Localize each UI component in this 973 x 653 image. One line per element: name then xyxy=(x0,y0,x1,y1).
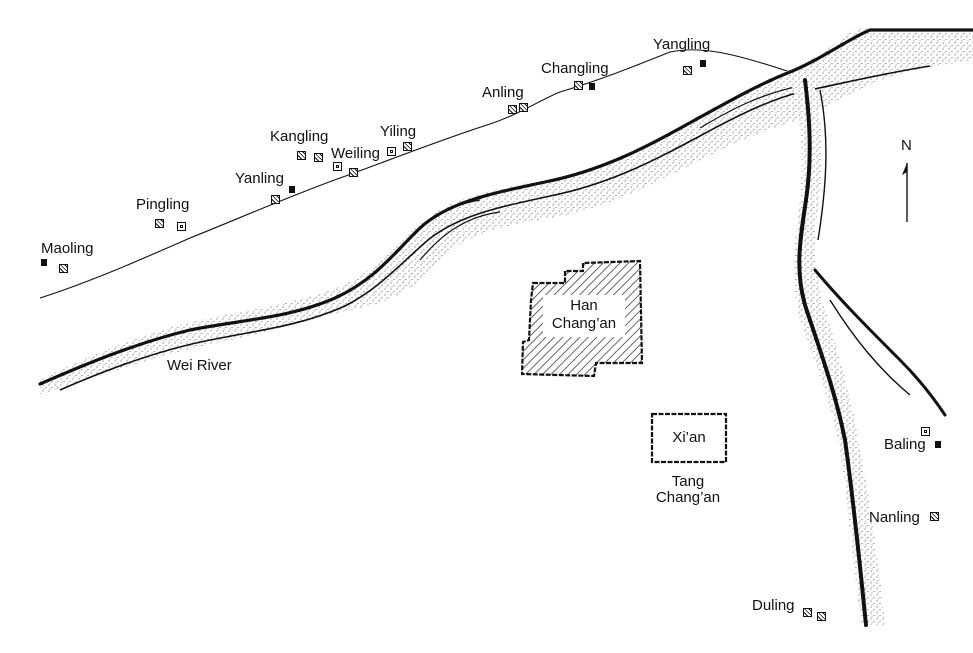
label-tang-changan-line2: Chang’an xyxy=(655,489,721,506)
label-pingling: Pingling xyxy=(136,196,190,213)
east-river-floodplain xyxy=(790,75,885,625)
tomb-marker-icon xyxy=(700,60,706,67)
label-han-changan-line2: Chang’an xyxy=(551,315,617,332)
north-arrow-head xyxy=(902,163,907,175)
han-changan-label-bg xyxy=(543,295,625,337)
label-anling: Anling xyxy=(482,84,524,101)
tomb-marker-icon xyxy=(930,512,939,521)
label-nanling: Nanling xyxy=(869,509,920,526)
label-xian: Xi’an xyxy=(672,429,706,446)
tomb-marker-icon xyxy=(59,264,68,273)
east-river-channel xyxy=(797,78,868,627)
label-han-changan-line1: Han xyxy=(570,297,598,314)
wei-river-floodplain xyxy=(40,28,973,395)
label-north: N xyxy=(901,137,912,154)
tomb-marker-icon xyxy=(177,222,186,231)
tomb-marker-icon xyxy=(289,186,295,193)
east-river-channel-minor xyxy=(817,89,911,396)
label-tang-changan-line1: Tang xyxy=(671,473,705,490)
tomb-marker-icon xyxy=(155,219,164,228)
label-maoling: Maoling xyxy=(41,240,94,257)
wei-river-channel-braid xyxy=(399,85,801,261)
label-yiling: Yiling xyxy=(380,123,417,140)
tomb-marker-icon xyxy=(41,259,47,266)
tomb-marker-icon xyxy=(271,195,280,204)
tomb-marker-icon xyxy=(519,103,528,112)
label-han-changan: Han Chang’an xyxy=(543,298,625,331)
tomb-marker-icon xyxy=(403,142,412,151)
east-river-channel-branch xyxy=(813,268,947,417)
label-wei-river: Wei River xyxy=(167,357,232,374)
label-tang-changan: Tang Chang’an xyxy=(640,474,736,505)
wei-river-channel-main xyxy=(38,28,973,386)
tomb-marker-icon xyxy=(314,153,323,162)
tomb-marker-icon xyxy=(817,612,826,621)
label-yangling: Yangling xyxy=(653,36,711,53)
tomb-marker-icon xyxy=(508,105,517,114)
tomb-marker-icon xyxy=(683,66,692,75)
tomb-marker-icon xyxy=(589,83,595,90)
label-weiling: Weiling xyxy=(331,145,380,162)
tomb-marker-icon xyxy=(333,162,342,171)
tomb-marker-icon xyxy=(803,608,812,617)
tomb-marker-icon xyxy=(387,147,396,156)
label-changling: Changling xyxy=(541,60,609,77)
tomb-marker-icon xyxy=(935,441,941,448)
wei-river-channel-secondary xyxy=(59,65,931,391)
label-kangling: Kangling xyxy=(270,128,329,145)
tomb-marker-icon xyxy=(921,427,930,436)
tomb-marker-icon xyxy=(349,168,358,177)
xian-walls xyxy=(650,412,728,464)
tomb-marker-icon xyxy=(297,151,306,160)
label-baling: Baling xyxy=(884,436,926,453)
label-duling: Duling xyxy=(752,597,795,614)
label-yanling: Yanling xyxy=(235,170,284,187)
tomb-marker-icon xyxy=(574,81,583,90)
plateau-edge-line xyxy=(39,49,791,299)
